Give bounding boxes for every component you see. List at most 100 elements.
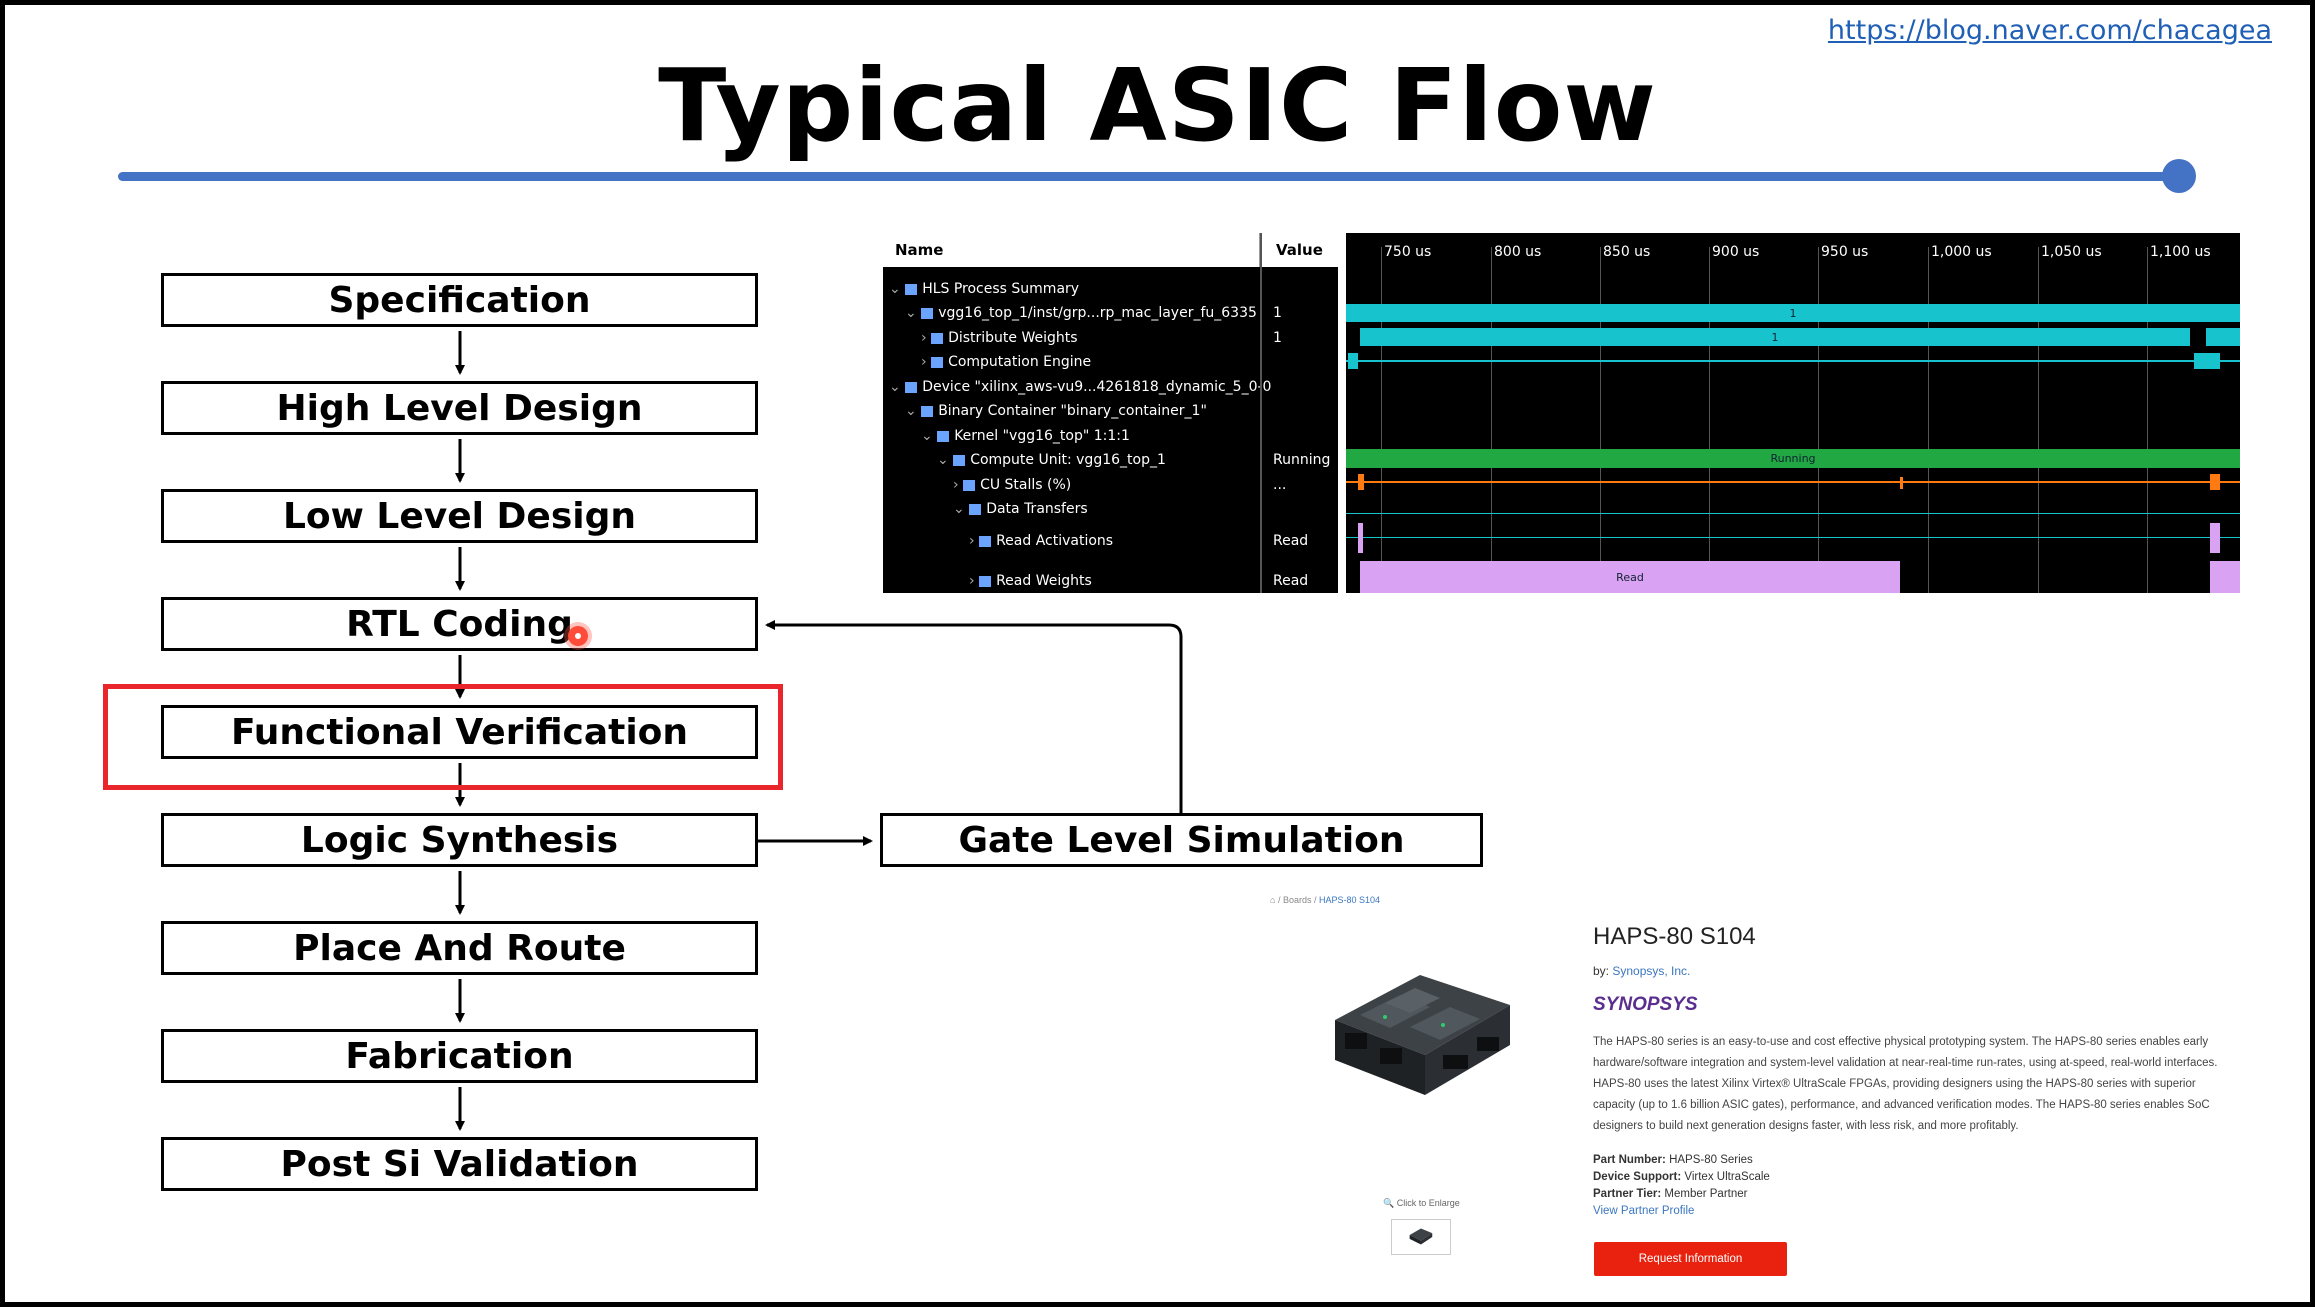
distribute-weights-bar-2[interactable] xyxy=(2206,328,2240,346)
title-underline xyxy=(118,172,2193,181)
breadcrumb-current: HAPS-80 S104 xyxy=(1319,895,1381,905)
wave-tree-row[interactable]: ⌄ Device "xilinx_aws-vu9...4261818_dynam… xyxy=(883,376,1337,398)
grid-line xyxy=(1381,247,1382,593)
signal-icon xyxy=(953,454,966,466)
wave-row-label: Device "xilinx_aws-vu9...4261818_dynamic… xyxy=(922,379,1272,395)
grid-line xyxy=(2147,247,2148,593)
signal-icon xyxy=(931,332,944,344)
hls-summary-bar[interactable]: 1 xyxy=(1346,304,2240,322)
time-tick-label: 750 us xyxy=(1384,244,1432,260)
step-low-level-design: Low Level Design xyxy=(161,489,758,543)
part-number: Part Number: HAPS-80 Series xyxy=(1593,1154,1753,1166)
pointer-cursor xyxy=(568,626,588,646)
wave-row-label: Read Activations xyxy=(996,533,1114,549)
request-information-button[interactable]: Request Information xyxy=(1594,1242,1787,1276)
data-transfers-line[interactable] xyxy=(1346,513,2240,514)
wave-tree-row[interactable]: › CU Stalls (%)... xyxy=(883,474,1337,496)
step-post-si-validation: Post Si Validation xyxy=(161,1137,758,1191)
step-specification: Specification xyxy=(161,273,758,327)
breadcrumb-boards[interactable]: Boards xyxy=(1282,895,1312,905)
expand-chevron-icon[interactable]: › xyxy=(921,354,932,370)
distribute-weights-bar[interactable]: 1 xyxy=(1360,328,2190,346)
value-column-header[interactable]: Value xyxy=(1276,241,1323,259)
column-divider[interactable] xyxy=(1260,233,1262,593)
cu-stall-mark-2[interactable] xyxy=(1900,477,1903,489)
waveform-viewer: Name Value ⌄ HLS Process Summary⌄ vgg16_… xyxy=(883,233,2240,593)
computation-engine-block-2[interactable] xyxy=(2194,353,2220,369)
read-activations-mark-2[interactable] xyxy=(2210,523,2220,553)
board-image[interactable] xyxy=(1325,955,1515,1105)
grid-line xyxy=(1491,247,1492,593)
expand-chevron-icon[interactable]: › xyxy=(921,330,932,346)
wave-tree-row[interactable]: ⌄ HLS Process Summary xyxy=(883,278,1337,300)
expand-chevron-icon[interactable]: ⌄ xyxy=(953,501,970,517)
board-thumbnail[interactable] xyxy=(1391,1219,1451,1255)
computation-engine-block[interactable] xyxy=(1348,353,1358,369)
vendor-link[interactable]: Synopsys, Inc. xyxy=(1612,964,1691,978)
step-gate-level-simulation: Gate Level Simulation xyxy=(880,813,1483,867)
expand-chevron-icon[interactable]: › xyxy=(969,533,980,549)
time-tick-label: 850 us xyxy=(1603,244,1651,260)
cu-stalls-line[interactable] xyxy=(1346,481,2240,483)
wave-tree-row[interactable]: › Computation Engine xyxy=(883,351,1337,373)
grid-line xyxy=(1818,247,1819,593)
name-column-header[interactable]: Name xyxy=(883,233,1260,267)
wave-row-label: Computation Engine xyxy=(948,354,1092,370)
time-tick-label: 1,000 us xyxy=(1931,244,1992,260)
time-tick-label: 800 us xyxy=(1494,244,1542,260)
signal-icon xyxy=(963,479,976,491)
read-weights-bar-2[interactable] xyxy=(2210,561,2240,593)
time-ruler[interactable] xyxy=(1346,233,2240,267)
wave-row-label: vgg16_top_1/inst/grp...rp_mac_layer_fu_6… xyxy=(938,305,1257,321)
read-activations-line[interactable] xyxy=(1346,537,2240,538)
wave-row-label: Kernel "vgg16_top" 1:1:1 xyxy=(954,428,1130,444)
time-tick-label: 950 us xyxy=(1821,244,1869,260)
expand-chevron-icon[interactable]: ⌄ xyxy=(905,305,922,321)
grid-line xyxy=(2038,247,2039,593)
step-rtl-coding: RTL Coding xyxy=(161,597,758,651)
step-high-level-design: High Level Design xyxy=(161,381,758,435)
expand-chevron-icon[interactable]: ⌄ xyxy=(921,428,938,444)
expand-chevron-icon[interactable]: › xyxy=(953,477,964,493)
wave-tree-row[interactable]: ⌄ vgg16_top_1/inst/grp...rp_mac_layer_fu… xyxy=(883,302,1337,324)
expand-chevron-icon[interactable]: ⌄ xyxy=(905,403,922,419)
grid-line xyxy=(1709,247,1710,593)
wave-tree-row[interactable]: ⌄ Data Transfers xyxy=(883,498,1337,520)
expand-chevron-icon[interactable]: ⌄ xyxy=(889,281,906,297)
signal-icon xyxy=(937,430,950,442)
read-weights-bar[interactable]: Read xyxy=(1360,561,1900,593)
signal-icon xyxy=(921,307,934,319)
expand-chevron-icon[interactable]: › xyxy=(969,573,980,589)
view-partner-profile-link[interactable]: View Partner Profile xyxy=(1593,1205,1695,1217)
wave-tree-row[interactable]: ⌄ Kernel "vgg16_top" 1:1:1 xyxy=(883,425,1337,447)
step-fabrication: Fabrication xyxy=(161,1029,758,1083)
device-support: Device Support: Virtex UltraScale xyxy=(1593,1171,1770,1183)
cu-stall-mark-3[interactable] xyxy=(2210,474,2220,490)
wave-row-label: Read Weights xyxy=(996,573,1092,589)
wave-tree-row[interactable]: ⌄ Binary Container "binary_container_1" xyxy=(883,400,1337,422)
synopsys-logo: SYNOPSYS xyxy=(1593,994,1698,1015)
breadcrumb: ⌂ / Boards / HAPS-80 S104 xyxy=(1270,895,1381,905)
compute-unit-running-bar[interactable]: Running xyxy=(1346,449,2240,468)
step-place-and-route: Place And Route xyxy=(161,921,758,975)
computation-engine-line[interactable] xyxy=(1346,360,2240,362)
expand-chevron-icon[interactable]: ⌄ xyxy=(937,452,954,468)
step-logic-synthesis: Logic Synthesis xyxy=(161,813,758,867)
product-vendor: by: Synopsys, Inc. xyxy=(1593,964,1691,978)
cu-stall-mark[interactable] xyxy=(1358,474,1364,490)
home-icon[interactable]: ⌂ xyxy=(1270,895,1276,905)
expand-chevron-icon[interactable]: ⌄ xyxy=(889,379,906,395)
time-tick-label: 900 us xyxy=(1712,244,1760,260)
read-activations-mark[interactable] xyxy=(1358,523,1363,553)
click-to-enlarge[interactable]: 🔍 Click to Enlarge xyxy=(1383,1198,1460,1208)
highlight-frame xyxy=(103,684,783,790)
product-title: HAPS-80 S104 xyxy=(1593,923,1756,950)
pane-divider[interactable] xyxy=(1338,233,1346,593)
signal-icon xyxy=(979,575,992,587)
blog-link[interactable]: https://blog.naver.com/chacagea xyxy=(1827,15,2272,46)
